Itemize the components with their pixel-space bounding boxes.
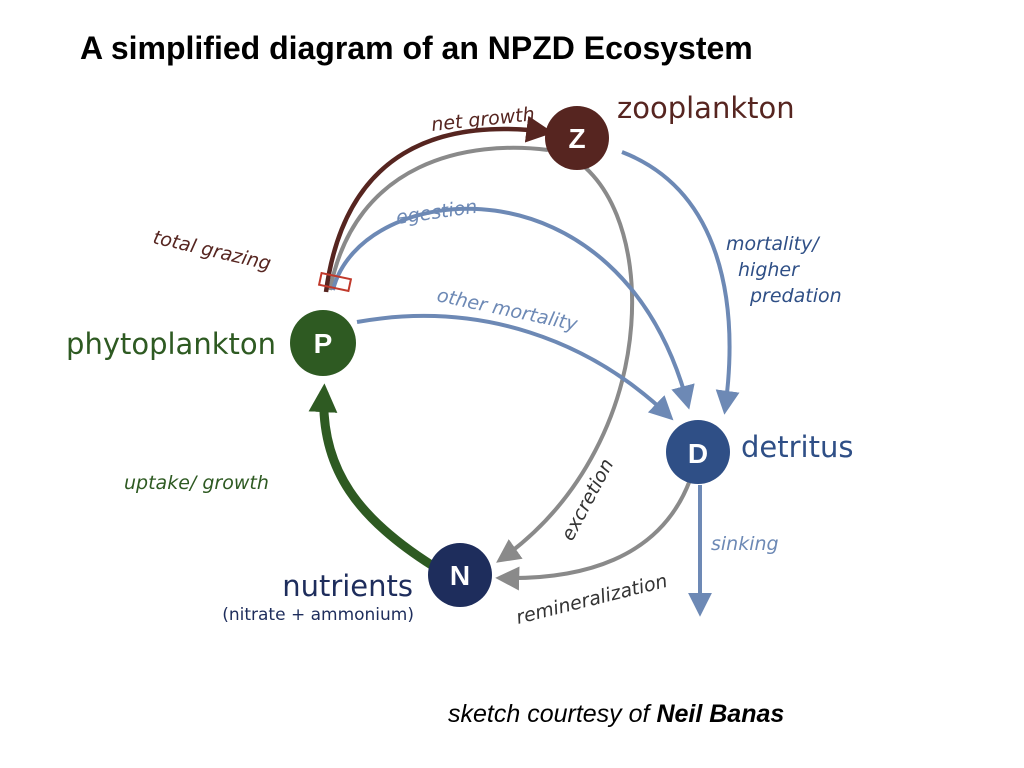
credit-prefix: sketch courtesy of [448,700,657,728]
credit-line: sketch courtesy of Neil Banas [448,700,784,729]
phytoplankton-label: phytoplankton [66,327,276,361]
egestion-arrow [331,206,695,410]
detritus-label: detritus [741,430,853,464]
grazing-gray-arrow [328,145,549,291]
nutrients-label: nutrients [282,569,413,603]
node-p-letter: P [314,328,333,359]
mortality-label-line1: mortality/ [726,233,821,255]
credit-author: Neil Banas [656,700,785,728]
diagram-title: A simplified diagram of an NPZD Ecosyste… [80,30,753,66]
node-phytoplankton: P [290,310,356,376]
node-z-letter: Z [568,123,585,154]
node-detritus: D [666,420,730,484]
egestion-label: egestion [395,196,479,229]
nutrients-sublabel: (nitrate + ammonium) [222,605,414,625]
uptake-growth-arrow [308,383,436,570]
zooplankton-label: zooplankton [617,91,795,125]
other-mortality-arrow [356,314,674,421]
mortality-label-line3: predation [749,285,842,307]
node-nutrients: N [428,543,492,607]
remineralization-arrow [495,479,692,591]
uptake-growth-label: uptake/ growth [124,472,269,494]
sinking-label: sinking [711,533,779,555]
node-n-letter: N [450,560,470,591]
node-d-letter: D [688,438,708,469]
mortality-label-line2: higher [738,259,800,281]
net-growth-arrow [323,115,554,293]
node-zooplankton: Z [545,106,609,170]
mortality-arrow [621,150,740,415]
total-grazing-label: total grazing [151,226,273,275]
excretion-arrow [496,150,635,563]
total-grazing-marker [317,271,353,293]
